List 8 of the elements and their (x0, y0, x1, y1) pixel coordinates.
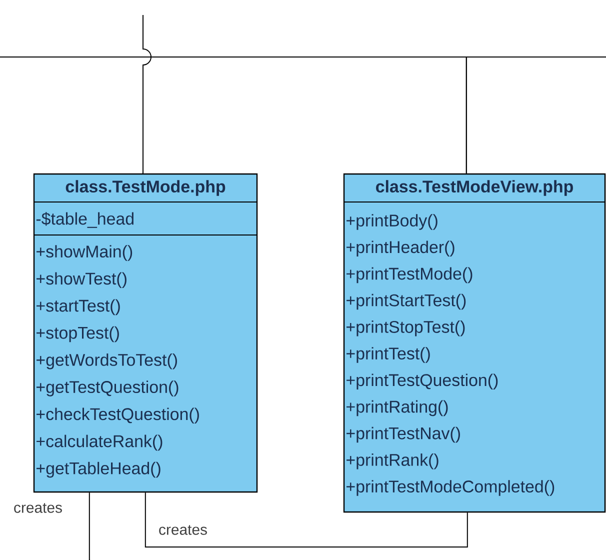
connector (144, 492, 468, 548)
connector (142, 14, 152, 174)
edge-label: creates (12, 502, 64, 514)
edge-label: creates (158, 524, 208, 536)
class-box: class.TestMode.php -$table_head +showMain() +showTest() +startTest() +stopTest() +getWordsToTest() +getTestQuestion() +checkTestQuestion() +calculateRank() +getTableHead() (33, 173, 258, 493)
connector (466, 56, 606, 174)
class-box: class.TestModeView.php +printBody() +printHeader() +printTestMode() +printStartTest() +printStopTest() +printTest() +printTestQuestion() +printRating() +printTestNav() +printRank() +printTestModeCompleted() (343, 173, 606, 513)
connector (88, 492, 90, 560)
